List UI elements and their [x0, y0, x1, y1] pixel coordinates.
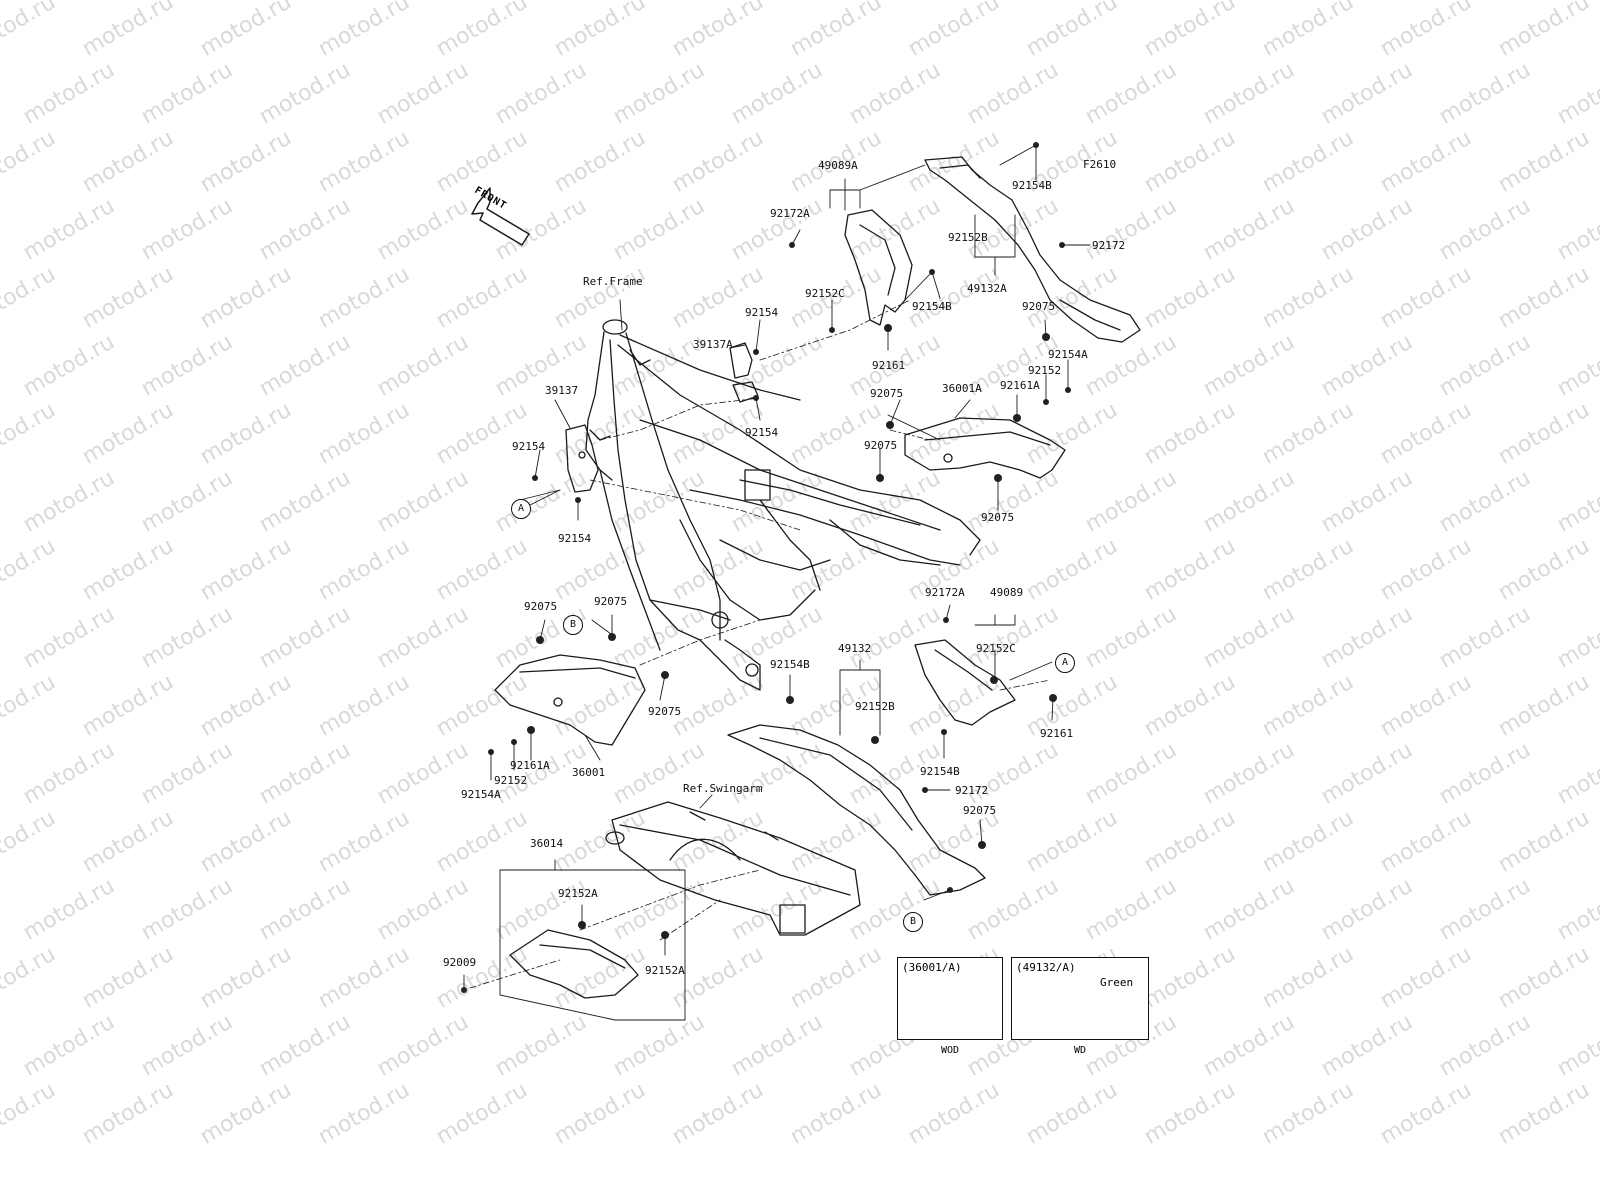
chain-guard-36014 [509, 929, 639, 999]
part-label: 92075 [648, 705, 682, 718]
part-label: 92152C [805, 287, 845, 300]
marker-b-right: B [903, 912, 923, 932]
front-arrow-icon [471, 187, 530, 246]
part-label: 92172A [925, 586, 965, 599]
inset-color-note: Green [1100, 976, 1134, 989]
cover-49132 [727, 724, 986, 896]
part-label: 92152 [494, 774, 528, 787]
part-label: 92154A [1048, 348, 1088, 361]
inset-code: (49132/A) [1016, 961, 1076, 974]
ref-frame-label: Ref.Frame [583, 275, 643, 288]
dashed-guide-lines [469, 299, 1051, 989]
marker-a-left: A [511, 499, 531, 519]
cover-49132A [924, 156, 1141, 343]
inset-variant: WOD [940, 1045, 960, 1056]
part-label: 92154 [512, 440, 546, 453]
part-label: 92154A [461, 788, 501, 801]
marker-a-right: A [1055, 653, 1075, 673]
part-label: 92075 [864, 439, 898, 452]
part-label: 92154 [745, 426, 779, 439]
swingarm [605, 801, 861, 936]
part-label: 49089 [990, 586, 1024, 599]
part-label: 92161 [872, 359, 906, 372]
leader-lines [463, 144, 1091, 1021]
part-label: 92075 [524, 600, 558, 613]
part-label: 92152B [948, 231, 988, 244]
panel-36001 [494, 654, 646, 746]
panel-36001A [904, 417, 1066, 479]
part-label: 92154 [558, 532, 592, 545]
part-label: 92009 [443, 956, 477, 969]
fastener-dots [461, 142, 1071, 993]
part-label: 92152A [645, 964, 685, 977]
cover-49089A [844, 209, 913, 326]
part-label: 92075 [981, 511, 1015, 524]
part-label: 36001A [942, 382, 982, 395]
part-label: 49132A [967, 282, 1007, 295]
part-label: 92161 [1040, 727, 1074, 740]
inset-variant: WD [1073, 1045, 1087, 1056]
part-label: 92075 [870, 387, 904, 400]
inset-box-36001A: (36001/A) WOD [897, 957, 1003, 1056]
bracket-39137 [565, 342, 759, 493]
part-label: 92152C [976, 642, 1016, 655]
part-label: 92154 [745, 306, 779, 319]
inset-box-49132A: (49132/A) Green WD [1011, 957, 1149, 1056]
part-label: 92154B [1012, 179, 1052, 192]
part-label: 36001 [572, 766, 606, 779]
part-label: 92172 [955, 784, 989, 797]
part-label: 36014 [530, 837, 564, 850]
part-label: 92161A [510, 759, 550, 772]
diagram-code: F2610 [1083, 158, 1117, 171]
main-frame [585, 319, 981, 691]
part-label: 39137A [693, 338, 733, 351]
part-label: 92154B [920, 765, 960, 778]
part-label: 92154B [912, 300, 952, 313]
part-label: 92152A [558, 887, 598, 900]
part-label: 49132 [838, 642, 872, 655]
part-label: 49089A [818, 159, 858, 172]
part-label: 39137 [545, 384, 579, 397]
part-label: 92075 [1022, 300, 1056, 313]
ref-swingarm-label: Ref.Swingarm [683, 782, 763, 795]
marker-b-left: B [563, 615, 583, 635]
part-label: 92075 [594, 595, 628, 608]
part-label: 92075 [963, 804, 997, 817]
cover-49089 [914, 639, 1016, 726]
part-label: 92154B [770, 658, 810, 671]
part-label: 92152B [855, 700, 895, 713]
part-label: 92161A [1000, 379, 1040, 392]
part-label: 92152 [1028, 364, 1062, 377]
part-label: 92172 [1092, 239, 1126, 252]
part-label: 92172A [770, 207, 810, 220]
inset-code: (36001/A) [902, 961, 962, 974]
